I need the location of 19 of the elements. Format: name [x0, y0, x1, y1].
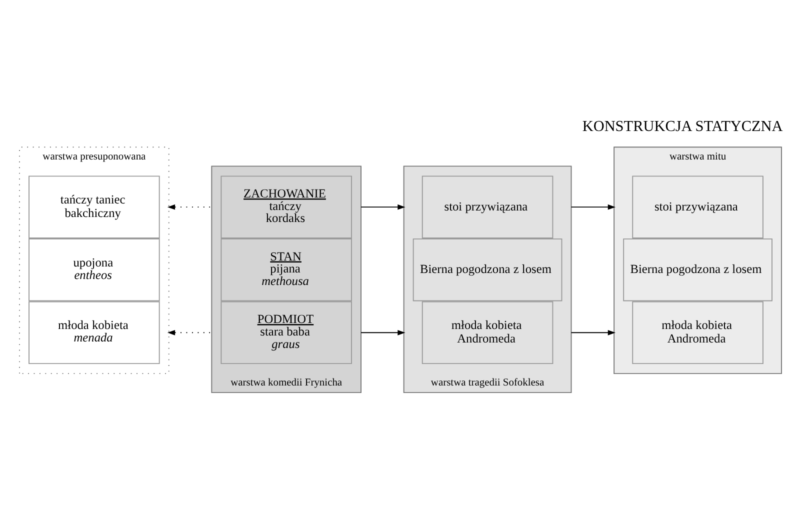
arrow: [360, 329, 406, 335]
node-box: stoi przywiązana: [422, 175, 554, 238]
node-box: młoda kobieta Andromeda: [632, 300, 764, 364]
arrow: [360, 204, 406, 210]
node-box: młoda kobieta Andromeda: [422, 300, 554, 364]
node-box: Bierna pogodzona z losem: [623, 238, 772, 301]
arrow: [167, 204, 212, 210]
node-box: ZACHOWANIE tańczy kordaks: [220, 175, 352, 238]
node-box: młoda kobieta menada: [28, 300, 160, 364]
node-box: upojona entheos: [28, 238, 160, 301]
arrow: [570, 329, 616, 335]
arrow: [570, 204, 616, 210]
node-box: stoi przywiązana: [632, 175, 764, 238]
node-box: STAN pijana methousa: [220, 238, 352, 301]
node-box: PODMIOT stara baba graus: [220, 300, 352, 364]
arrow: [167, 329, 212, 335]
diagram-title: KONSTRUKCJA STATYCZNA: [582, 117, 783, 134]
node-box: Bierna pogodzona z losem: [412, 238, 562, 301]
node-box: tańczy taniec bakchiczny: [28, 175, 160, 238]
